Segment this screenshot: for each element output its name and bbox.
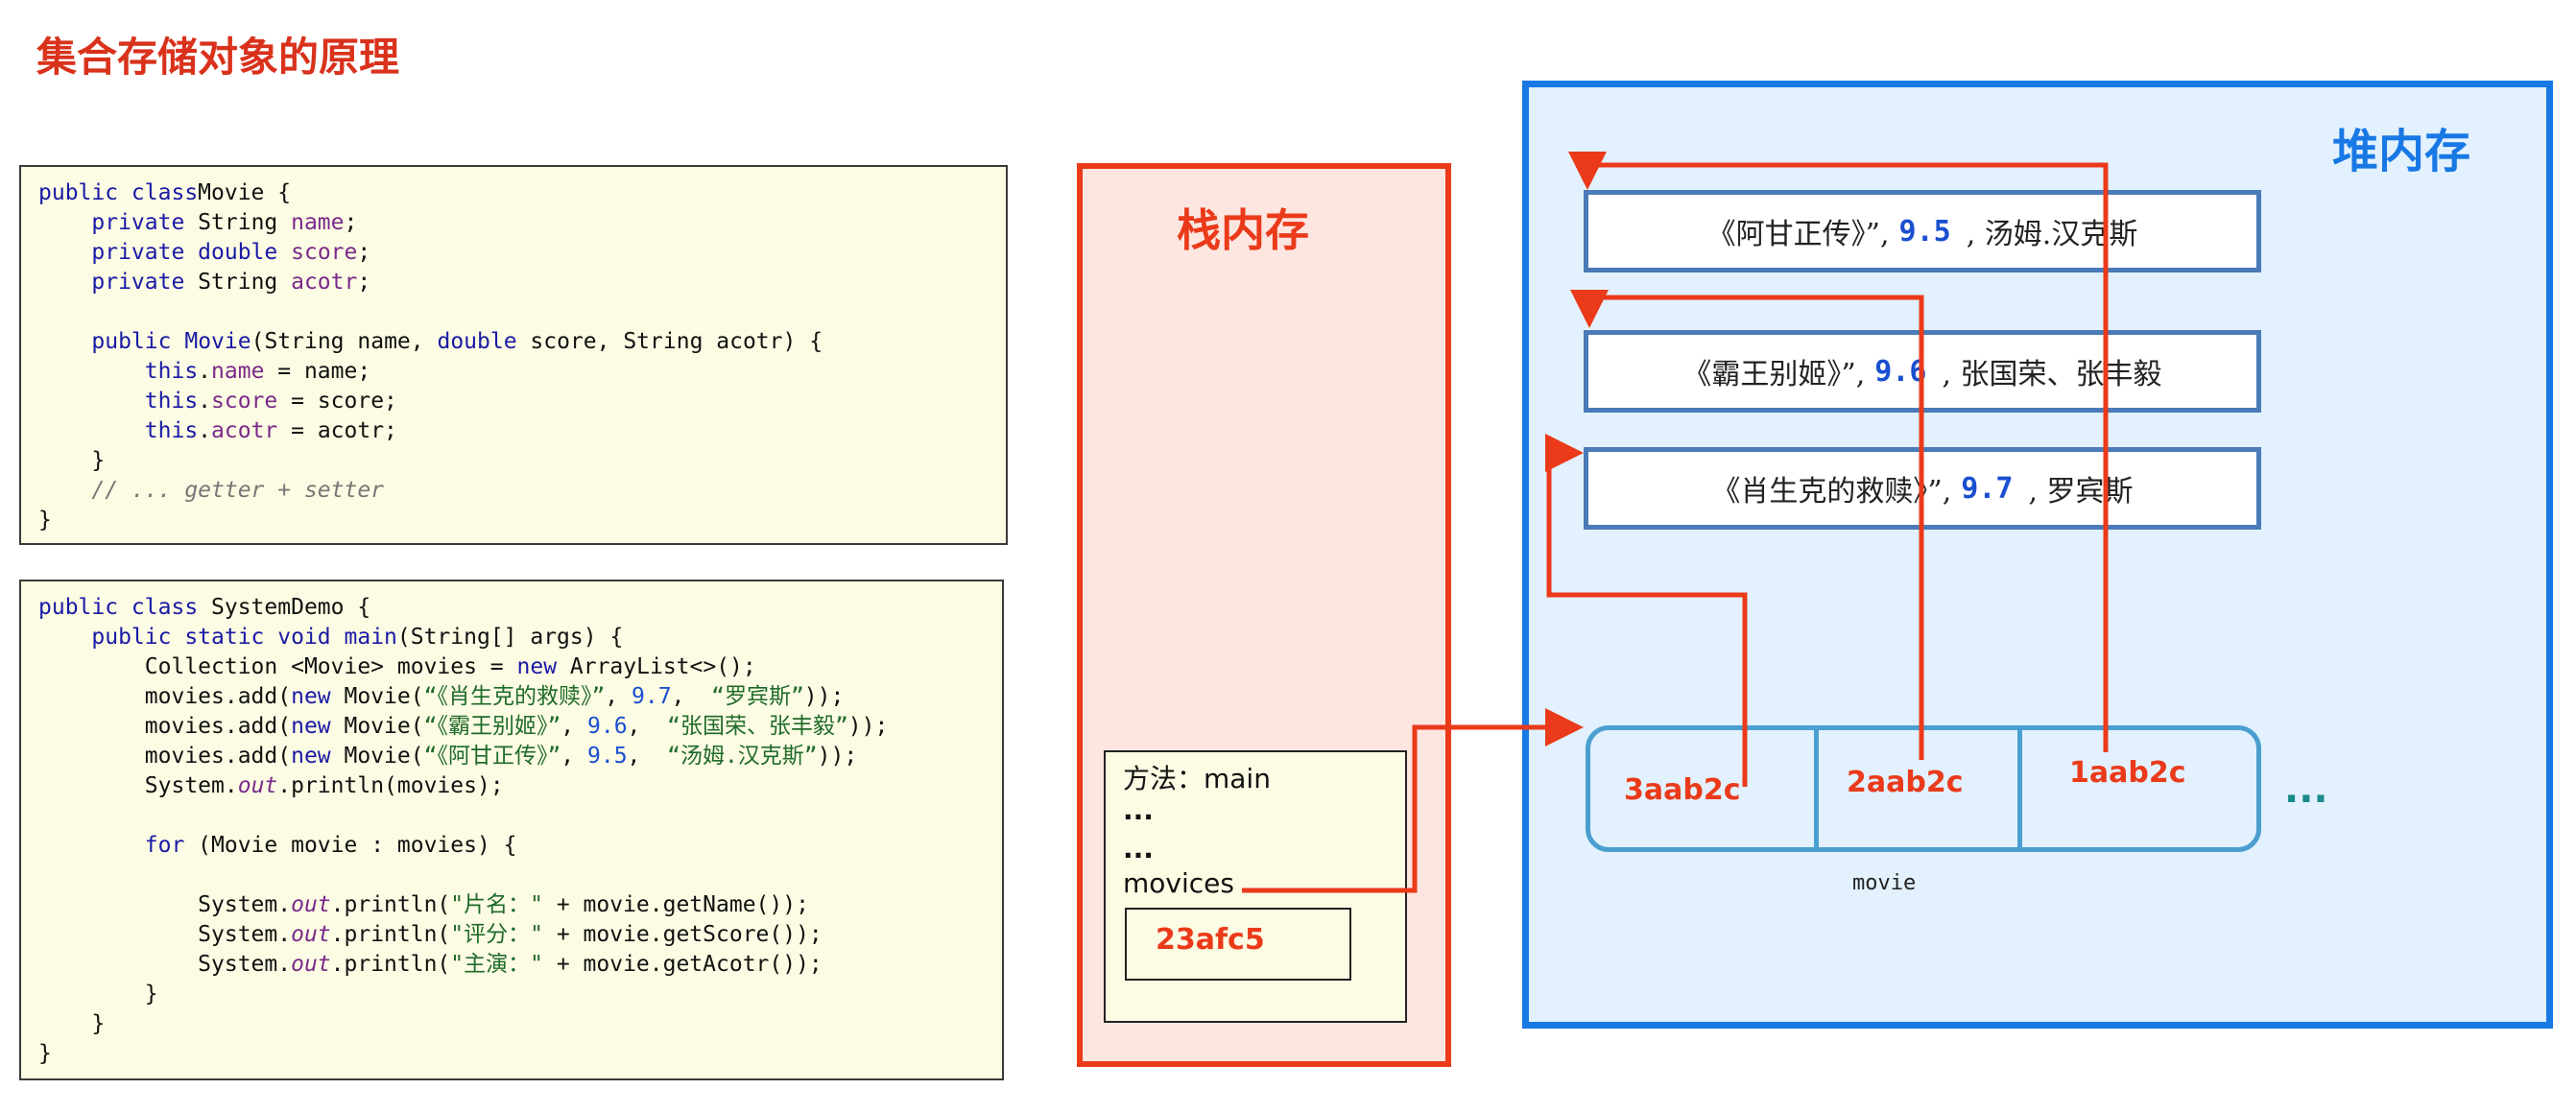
array-ellipsis: ... <box>2284 768 2328 812</box>
code-line: private String name; <box>91 210 358 235</box>
movie-name: 《阿甘正传》”, <box>1706 218 1890 251</box>
movie-name: 《霸王别姬》”, <box>1682 358 1866 391</box>
arrow-cell1-to-shawshank <box>1545 434 1748 787</box>
stack-address-box <box>1125 908 1351 981</box>
code-line: public class SystemDemo { <box>38 595 371 620</box>
code-line: this.score = score; <box>144 389 397 414</box>
arrow-cell2-to-farewell <box>1570 290 1924 760</box>
movie-object-forrest-gump: 《阿甘正传》”, 9.5 , 汤姆.汉克斯 <box>1584 190 2261 272</box>
code-line: } <box>38 982 158 1006</box>
code-line: } <box>38 448 106 473</box>
movie-name: 《肖生克的救赎》”, <box>1711 475 1952 509</box>
code-line: for (Movie movie : movies) { <box>144 833 517 858</box>
array-cell-address: 2aab2c <box>1847 766 1964 799</box>
array-label: movie <box>1852 871 1917 895</box>
code-line: movies.add(new Movie(“《肖生克的救赎》”, 9.7, “罗… <box>38 684 845 709</box>
code-line: } <box>38 508 52 533</box>
arrow-stack-to-array <box>1242 708 1584 893</box>
code-line: public static void main(String[] args) { <box>91 625 624 650</box>
heap-memory-title: 堆内存 <box>2332 125 2471 178</box>
stack-address-value: 23afc5 <box>1156 923 1265 957</box>
movie-class-code: public classMovie { private String name;… <box>19 165 1008 545</box>
frame-dots-2: ... <box>1123 833 1154 864</box>
code-line: public classMovie { <box>38 180 292 205</box>
movie-actor: , 汤姆.汉克斯 <box>1966 218 2138 251</box>
frame-dots-1: ... <box>1123 794 1154 826</box>
code-line: this.name = name; <box>144 359 371 384</box>
code-line: System.out.println("评分：" + movie.getScor… <box>38 922 823 947</box>
code-line: System.out.println("主演：" + movie.getAcot… <box>38 952 823 977</box>
frame-method-label: 方法：main <box>1123 763 1271 794</box>
code-line: movies.add(new Movie(“《阿甘正传》”, 9.5, “汤姆.… <box>38 744 858 769</box>
movie-actor: , 罗宾斯 <box>2028 475 2134 509</box>
code-line: // ... getter + setter <box>91 478 385 503</box>
code-line: this.acotr = acotr; <box>144 418 397 443</box>
movie-score: 9.7 <box>1961 471 2014 506</box>
stack-memory-title: 栈内存 <box>1177 204 1309 256</box>
code-line: movies.add(new Movie(“《霸王别姬》”, 9.6, “张国荣… <box>38 714 889 739</box>
movie-actor: , 张国荣、张丰毅 <box>1942 358 2162 391</box>
code-line: } <box>38 1041 52 1066</box>
array-cell-address: 1aab2c <box>2069 756 2186 790</box>
code-line: System.out.println("片名：" + movie.getName… <box>38 892 809 917</box>
code-line: } <box>38 1011 106 1036</box>
code-line: public Movie(String name, double score, … <box>91 329 823 354</box>
frame-variable-movices: movices <box>1123 867 1234 899</box>
array-divider <box>2017 730 2022 847</box>
system-demo-code: public class SystemDemo { public static … <box>19 580 1004 1080</box>
code-line: Collection <Movie> movies = new ArrayLis… <box>38 654 756 679</box>
movie-score: 9.6 <box>1874 354 1927 389</box>
code-line: private String acotr; <box>91 270 371 295</box>
movie-score: 9.5 <box>1898 214 1951 249</box>
code-line: private double score; <box>91 240 371 265</box>
array-cell-address: 3aab2c <box>1624 773 1741 807</box>
arrow-cell3-to-forrest <box>1568 152 2109 752</box>
array-divider <box>1814 730 1819 847</box>
code-line: System.out.println(movies); <box>38 773 504 798</box>
page-title: 集合存储对象的原理 <box>36 34 400 81</box>
